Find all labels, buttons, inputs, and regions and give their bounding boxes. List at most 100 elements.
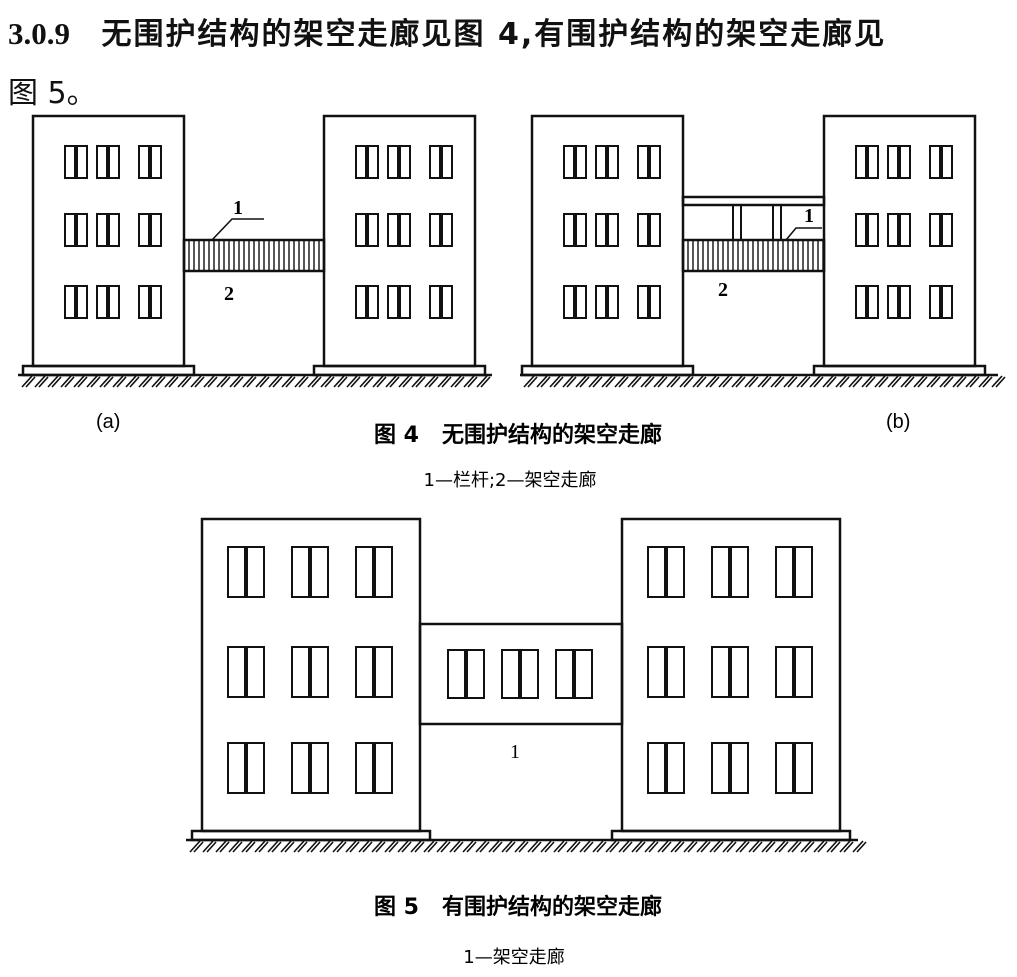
fig5-callout-corridor: 1 <box>510 741 520 763</box>
fig5-left-building-window-r2c2-right-pane <box>310 646 329 698</box>
fig4b-right-building-window-r1c2-right-pane <box>899 145 911 179</box>
fig4a-right-building-plinth <box>312 364 487 377</box>
fig5-right-building-window-r3c2-left-pane <box>711 742 730 794</box>
fig4b-right-building-window-r2c1-left-pane <box>855 213 867 247</box>
fig4b-left-building-window-r3c2-left-pane <box>595 285 607 319</box>
fig5-left-building-window-r3c1-right-pane <box>246 742 265 794</box>
fig5-corridor-window-2-right-pane <box>520 649 539 699</box>
fig5-left-building-plinth <box>190 829 432 842</box>
fig4a-left-building-window-r1c1-left-pane <box>64 145 76 179</box>
fig4a-left-building-window-r1c2-right-pane <box>108 145 120 179</box>
fig4a-right-building-window-r2c3-right-pane <box>441 213 453 247</box>
fig5-right-building-window-r2c3-left-pane <box>775 646 794 698</box>
fig4a-right-building-window-r1c1-right-pane <box>367 145 379 179</box>
fig5-right-building-window-r1c1-right-pane <box>666 546 685 598</box>
fig5-left-building-window-r2c3-right-pane <box>374 646 393 698</box>
fig4a-right-building-window-r2c2-left-pane <box>387 213 399 247</box>
fig4b-left-building-window-r3c1-right-pane <box>575 285 587 319</box>
fig5-right-building-window-r2c1-right-pane <box>666 646 685 698</box>
fig5-right-building-window-r2c3-right-pane <box>794 646 813 698</box>
fig4b-left-building-window-r2c3-left-pane <box>637 213 649 247</box>
figure-4 <box>18 114 1006 388</box>
fig5-left-building-window-r2c3-left-pane <box>355 646 374 698</box>
fig5-right-building-window-r2c2-left-pane <box>711 646 730 698</box>
fig4a-railing-balusters <box>188 240 320 271</box>
fig4b-right-building-window-r1c2-left-pane <box>887 145 899 179</box>
fig4a-left-building-window-r3c2-left-pane <box>96 285 108 319</box>
fig4a-left-building-plinth <box>21 364 196 377</box>
fig5-right-building-window-r2c2-right-pane <box>730 646 749 698</box>
fig4b-left-building-window-r3c3-left-pane <box>637 285 649 319</box>
fig5-left-building-window-r3c3-right-pane <box>374 742 393 794</box>
clause-number: 3.0.9 <box>8 16 70 51</box>
fig5-right-building-window-r1c2-left-pane <box>711 546 730 598</box>
fig5-corridor-box <box>418 622 624 726</box>
fig4a-left-building-window-r2c3-right-pane <box>150 213 162 247</box>
fig5-right-building-window-r3c2-right-pane <box>730 742 749 794</box>
fig5-caption: 图 5 有围护结构的架空走廊 <box>374 894 662 920</box>
fig4a-right-building-window-r3c2-left-pane <box>387 285 399 319</box>
fig5-left-building-window-r2c2-left-pane <box>291 646 310 698</box>
fig5-right-building-plinth <box>610 829 852 842</box>
fig4b-roof <box>681 195 826 207</box>
fig5-right-building-window-r1c2-right-pane <box>730 546 749 598</box>
fig4a-leader-1 <box>211 218 264 241</box>
fig4b-left-building-window-r1c3-left-pane <box>637 145 649 179</box>
fig4a-left-building-window-r3c3-right-pane <box>150 285 162 319</box>
fig4a-right-building-window-r1c1-left-pane <box>355 145 367 179</box>
clause-text-line2: 图 5。 <box>8 76 97 111</box>
fig5-right-building-window-r3c1-right-pane <box>666 742 685 794</box>
fig5-right-building-window-r2c1-left-pane <box>647 646 666 698</box>
fig4-panel-a-tag: (a) <box>96 411 120 433</box>
fig4b-left-building-window-r1c1-right-pane <box>575 145 587 179</box>
fig5-left-building-window-r1c3-left-pane <box>355 546 374 598</box>
fig4b-ground-hatch <box>523 375 1006 388</box>
fig5-corridor-window-2-left-pane <box>501 649 520 699</box>
fig4a-right-building-window-r1c3-left-pane <box>429 145 441 179</box>
fig5-left-building-window-r1c2-right-pane <box>310 546 329 598</box>
fig5-left-building-window-r1c1-left-pane <box>227 546 246 598</box>
fig4a-right-building-window-r3c1-right-pane <box>367 285 379 319</box>
fig4-caption: 图 4 无围护结构的架空走廊 <box>374 422 662 448</box>
fig4b-right-building-plinth <box>812 364 987 377</box>
fig5-right-building-window-r1c3-right-pane <box>794 546 813 598</box>
fig4b-left-building-window-r1c3-right-pane <box>649 145 661 179</box>
fig5-ground-hatch <box>189 840 867 853</box>
fig4a-left-building-window-r1c2-left-pane <box>96 145 108 179</box>
figure-5 <box>186 517 867 853</box>
fig4a-right-building-window-r2c1-right-pane <box>367 213 379 247</box>
fig5-legend: 1—架空走廊 <box>463 947 564 968</box>
fig5-left-building-window-r1c1-right-pane <box>246 546 265 598</box>
fig5-left-building-window-r1c3-right-pane <box>374 546 393 598</box>
fig4b-right-building-window-r2c3-right-pane <box>941 213 953 247</box>
fig5-left-building-window-r3c3-left-pane <box>355 742 374 794</box>
fig4b-right-building-window-r2c3-left-pane <box>929 213 941 247</box>
fig5-left-building-window-r3c2-right-pane <box>310 742 329 794</box>
fig5-corridor-window-1-right-pane <box>466 649 485 699</box>
fig4b-left-building-window-r1c2-right-pane <box>607 145 619 179</box>
fig4b-right-building-window-r3c3-right-pane <box>941 285 953 319</box>
fig5-right-building-window-r1c1-left-pane <box>647 546 666 598</box>
fig4b-right-building-window-r1c3-right-pane <box>941 145 953 179</box>
fig5-left-building-window-r2c1-left-pane <box>227 646 246 698</box>
fig4a-left-building-window-r3c1-left-pane <box>64 285 76 319</box>
fig4b-left-building-window-r3c3-right-pane <box>649 285 661 319</box>
fig5-left-building-window-r3c1-left-pane <box>227 742 246 794</box>
fig4b-leader-1 <box>785 227 822 241</box>
fig4-panel-b-tag: (b) <box>886 411 910 433</box>
fig4b-left-building-window-r2c2-right-pane <box>607 213 619 247</box>
fig4a-right-building-window-r3c3-right-pane <box>441 285 453 319</box>
fig4a-ground-hatch <box>21 375 491 388</box>
fig4b-column-2 <box>772 204 782 241</box>
fig4b-left-building-window-r2c3-right-pane <box>649 213 661 247</box>
fig5-corridor-window-3-right-pane <box>574 649 593 699</box>
clause-paragraph: 3.0.9 无围护结构的架空走廊见图 4,有围护结构的架空走廊见 图 5。 <box>8 4 1008 111</box>
fig4b-right-building-window-r2c1-right-pane <box>867 213 879 247</box>
fig4a-left-building-window-r2c1-left-pane <box>64 213 76 247</box>
fig4b-right-building-window-r3c2-right-pane <box>899 285 911 319</box>
fig4a-right-building-window-r3c2-right-pane <box>399 285 411 319</box>
fig4a-left-building-window-r2c2-right-pane <box>108 213 120 247</box>
fig4a-left-building-window-r1c3-left-pane <box>138 145 150 179</box>
fig4a-right-building-window-r1c3-right-pane <box>441 145 453 179</box>
